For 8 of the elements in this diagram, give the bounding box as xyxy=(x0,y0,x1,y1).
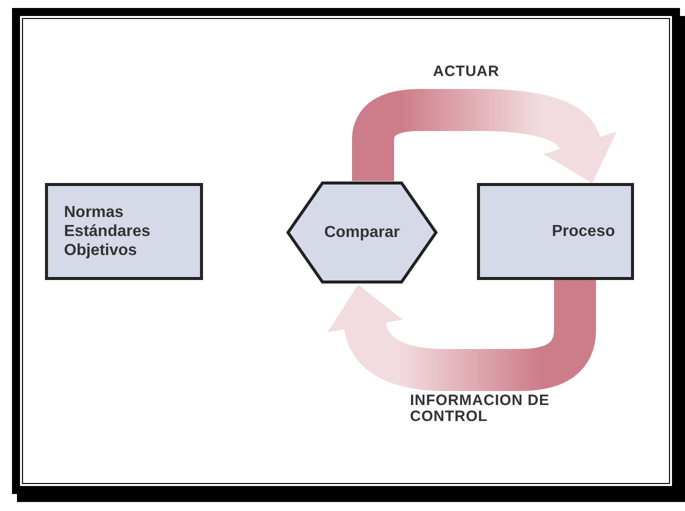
node-label: Normas Estándares Objetivos xyxy=(64,202,152,260)
node-label: Proceso xyxy=(552,222,615,242)
curved-block-arrow xyxy=(352,89,616,182)
process-box xyxy=(45,183,203,280)
hexagon-shape xyxy=(286,181,438,284)
curved-block-arrow xyxy=(328,280,596,391)
node-label: Comparar xyxy=(324,222,400,242)
process-box xyxy=(477,183,634,280)
